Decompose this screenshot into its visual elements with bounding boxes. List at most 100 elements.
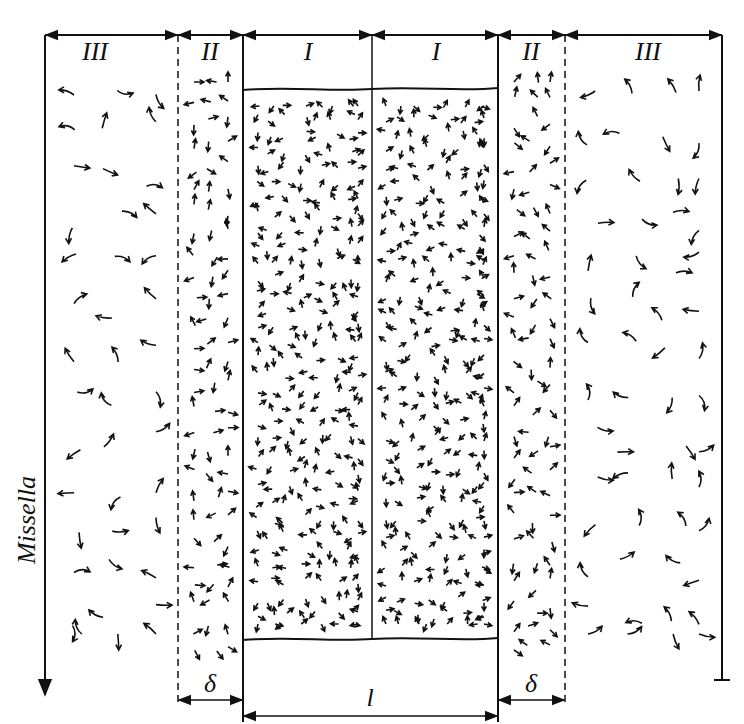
particle-arrow: [207, 338, 215, 344]
particle-arrow: [386, 459, 393, 463]
particle-arrow: [427, 567, 435, 572]
particle-arrow: [379, 185, 386, 189]
particle-arrow: [298, 494, 302, 501]
particle-arrow: [278, 242, 285, 246]
particle-arrow: [511, 263, 516, 273]
particle-arrow: [109, 559, 122, 570]
particle-arrow: [484, 337, 492, 342]
particle-arrow: [350, 622, 358, 627]
particle-arrow: [513, 436, 518, 446]
particle-arrow: [514, 398, 520, 406]
particle-arrow: [676, 268, 692, 273]
particle-arrow: [358, 180, 363, 186]
particle-arrow: [395, 453, 399, 460]
particle-arrow: [358, 373, 366, 378]
particle-arrow: [305, 117, 310, 125]
particle-arrow: [699, 445, 714, 452]
particle-arrow: [332, 162, 338, 168]
zone-label: III: [79, 39, 111, 65]
particle-arrow: [350, 423, 358, 428]
particle-arrow: [410, 434, 415, 442]
flow-label: Missella: [14, 473, 40, 567]
particle-arrow: [531, 275, 536, 285]
particle-arrow: [356, 584, 361, 592]
particle-arrow: [205, 626, 210, 636]
particle-arrow: [463, 489, 470, 494]
particle-arrow: [400, 546, 407, 550]
particle-arrow: [218, 471, 228, 476]
particle-arrow: [311, 407, 318, 411]
particle-arrow: [310, 375, 318, 380]
particle-arrow: [409, 558, 414, 566]
particle-arrow: [299, 275, 303, 282]
particle-arrow: [257, 288, 265, 293]
particle-arrow: [428, 225, 434, 230]
particle-arrow: [225, 117, 230, 127]
particle-arrow: [261, 170, 269, 175]
particle-arrow: [207, 299, 212, 309]
particle-arrow: [58, 490, 74, 496]
particle-arrow: [533, 108, 538, 117]
particle-arrow: [321, 596, 325, 603]
particle-arrow: [411, 109, 416, 117]
particle-arrow: [254, 603, 258, 610]
particle-arrow: [522, 233, 530, 239]
particle-arrow: [683, 308, 699, 314]
particle-arrow: [197, 318, 207, 323]
particle-arrow: [434, 377, 438, 384]
particle-arrow: [358, 521, 363, 528]
particle-arrow: [201, 98, 211, 103]
particle-arrow: [429, 542, 435, 547]
particle-arrow: [550, 444, 560, 449]
particle-arrow: [484, 622, 492, 627]
particle-arrow: [298, 166, 303, 174]
particle-arrow: [305, 573, 311, 578]
particle-arrow: [305, 599, 310, 607]
particle-arrow: [419, 415, 425, 421]
particle-arrow: [307, 129, 315, 134]
particle-arrow: [224, 593, 229, 602]
particle-arrow: [540, 276, 550, 281]
particle-arrow: [473, 128, 477, 135]
particle-arrow: [320, 435, 325, 443]
particle-arrow: [478, 143, 484, 148]
particle-arrow: [550, 319, 555, 328]
particle-arrow: [543, 225, 551, 232]
particle-arrow: [520, 192, 530, 197]
particle-arrow: [333, 293, 337, 300]
particle-arrow: [210, 277, 215, 287]
particle-arrow: [419, 485, 427, 490]
particle-arrow: [353, 574, 358, 580]
particle-arrow: [473, 499, 481, 504]
particle-arrow: [529, 370, 534, 380]
particle-arrow: [253, 257, 258, 263]
particle-arrow: [427, 246, 434, 250]
particle-arrow: [122, 211, 137, 217]
particle-arrow: [385, 275, 390, 283]
particle-arrow: [300, 370, 308, 375]
particle-arrow: [224, 625, 229, 635]
particle-arrow: [142, 256, 156, 264]
particle-arrow: [117, 91, 133, 98]
particle-arrow: [331, 226, 338, 230]
particle-arrow: [333, 301, 339, 306]
particle-arrow: [315, 392, 320, 398]
particle-arrow: [435, 429, 440, 435]
particle-arrow: [268, 150, 275, 154]
particle-arrow: [394, 197, 402, 202]
particle-arrow: [400, 420, 405, 428]
particle-arrow: [402, 559, 407, 565]
particle-arrow: [214, 535, 221, 542]
particle-arrow: [457, 248, 465, 253]
particle-arrow: [514, 650, 522, 656]
particle-arrow: [636, 256, 646, 269]
particle-arrow: [185, 432, 195, 437]
particle-arrow: [410, 232, 418, 237]
particle-arrow: [441, 607, 448, 612]
particle-arrow: [482, 451, 487, 459]
particle-arrow: [224, 361, 229, 371]
particle-arrow: [514, 535, 523, 540]
particle-arrow: [350, 136, 358, 141]
particle-arrow: [332, 185, 338, 190]
